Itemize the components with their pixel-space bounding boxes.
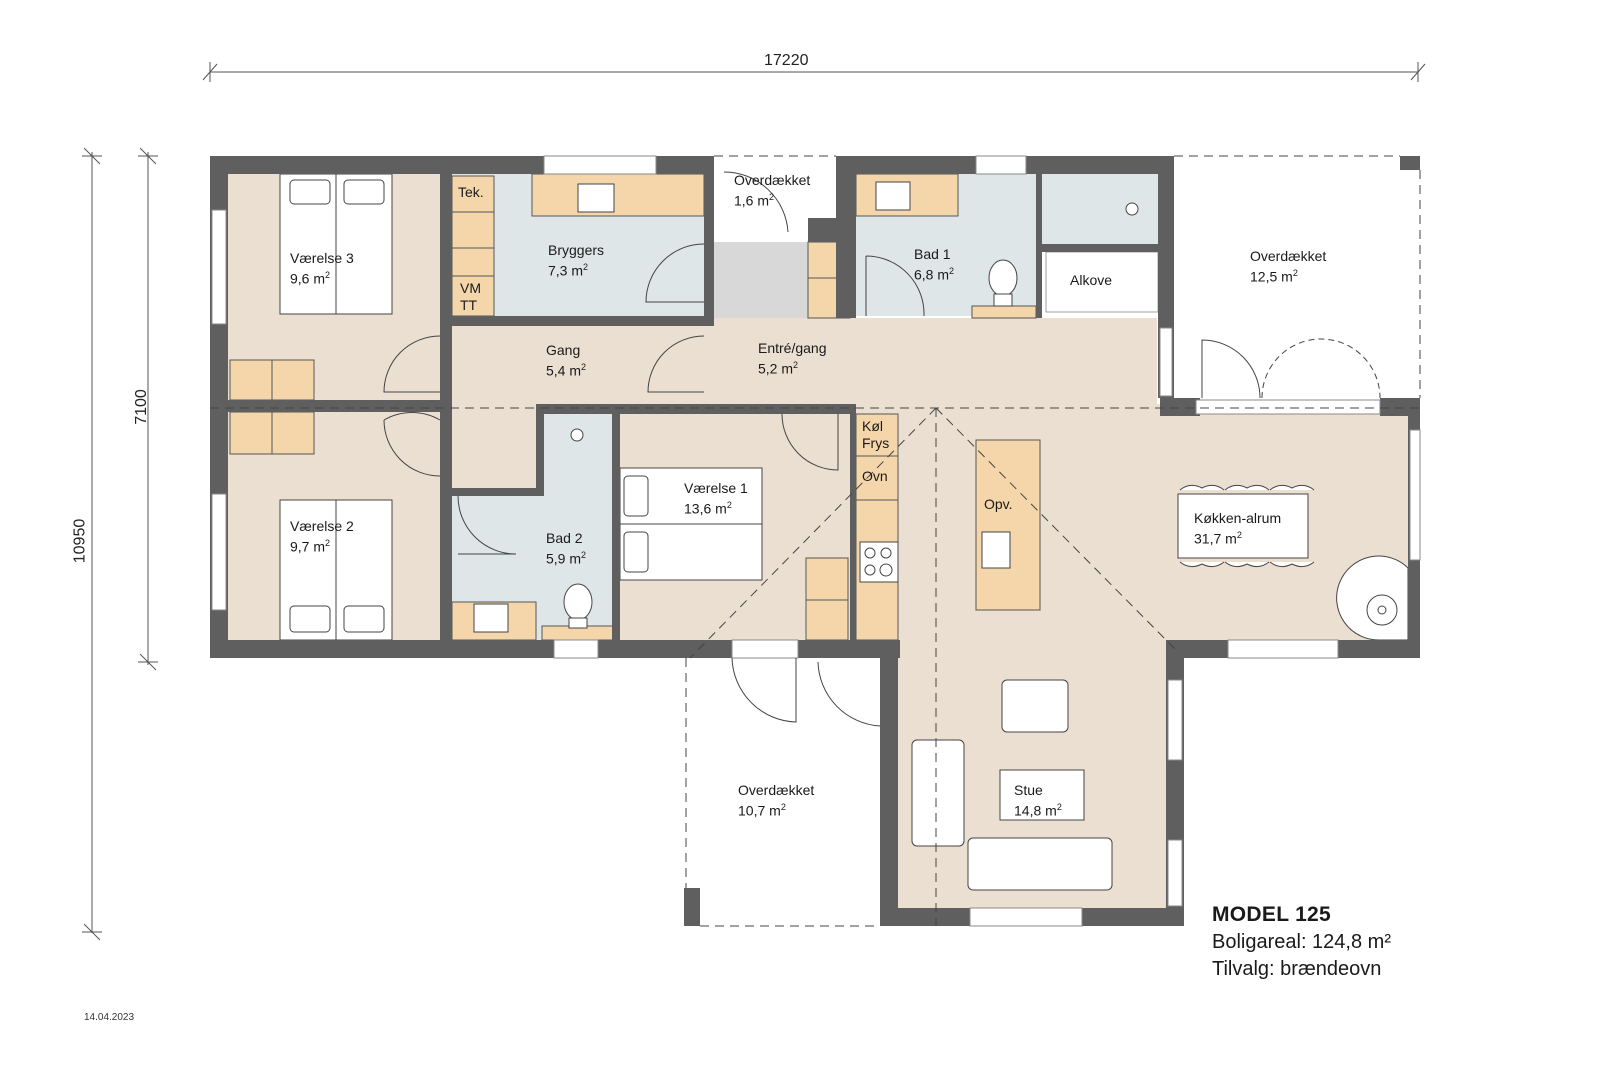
- tilvalg: Tilvalg: brændeovn: [1212, 958, 1382, 980]
- room-vaerelse-2: Værelse 2 9,7 m2: [290, 518, 354, 556]
- room-name: Bad 2: [546, 530, 583, 546]
- label-opv: Opv.: [984, 496, 1013, 512]
- label-tek: Tek.: [458, 184, 484, 200]
- room-area: 1,6 m: [734, 192, 770, 209]
- room-name: Stue: [1014, 782, 1043, 798]
- room-stue: Stue 14,8 m2: [1014, 782, 1062, 820]
- label-kol: Køl: [862, 418, 883, 434]
- area-unit-sup: 2: [726, 500, 732, 510]
- room-overdaekket-south: Overdækket 10,7 m2: [738, 782, 814, 820]
- room-entre-gang: Entré/gang 5,2 m2: [758, 340, 827, 378]
- room-gang: Gang 5,4 m2: [546, 342, 586, 380]
- model-info: MODEL 125 Boligareal: 124,8 m² Tilvalg: …: [1212, 903, 1391, 981]
- room-name: Gang: [546, 342, 581, 358]
- room-area: 5,4 m: [546, 362, 582, 379]
- label-frys: Frys: [862, 435, 890, 451]
- room-name: Værelse 3: [290, 250, 354, 266]
- model-title: MODEL 125: [1212, 903, 1332, 926]
- room-area: 12,5 m: [1250, 268, 1293, 285]
- room-bad-1: Bad 1 6,8 m2: [914, 246, 954, 284]
- label-ovn: Ovn: [862, 468, 888, 484]
- area-unit-sup: 2: [581, 362, 587, 372]
- room-area: 5,2 m: [758, 360, 794, 377]
- area-unit-sup: 2: [583, 262, 589, 272]
- windows: [211, 155, 1421, 927]
- area-unit-sup: 2: [1056, 802, 1062, 812]
- area-unit-sup: 2: [1236, 530, 1242, 540]
- living-furniture: [911, 679, 1113, 891]
- room-name: Bad 1: [914, 246, 951, 262]
- area-unit-sup: 2: [581, 550, 587, 560]
- room-area: 6,8 m: [914, 266, 950, 283]
- room-area: 31,7 m: [1194, 530, 1237, 547]
- room-bad-2: Bad 2 5,9 m2: [546, 530, 586, 568]
- room-name: Entré/gang: [758, 340, 827, 356]
- room-area: 10,7 m: [738, 802, 781, 819]
- room-area: 9,6 m: [290, 270, 326, 287]
- beds: [279, 173, 763, 641]
- wood-stove: [1336, 555, 1409, 641]
- area-unit-sup: 2: [793, 360, 799, 370]
- doors: [383, 171, 1381, 727]
- label-vm: VM: [460, 280, 481, 296]
- room-kokken-alrum: Køkken-alrum 31,7 m2: [1194, 510, 1281, 548]
- area-unit-sup: 2: [769, 192, 775, 202]
- label-tt: TT: [460, 297, 478, 313]
- room-name: Alkove: [1070, 272, 1113, 288]
- room-area: 9,7 m: [290, 538, 326, 555]
- room-name: Overdækket: [734, 172, 811, 188]
- boligareal: Boligareal: 124,8 m²: [1212, 931, 1391, 953]
- room-bryggers: Bryggers 7,3 m2: [548, 242, 604, 280]
- room-area: 7,3 m: [548, 262, 584, 279]
- room-overdaekket-small: Overdækket 1,6 m2: [734, 172, 810, 210]
- room-area: 14,8 m: [1014, 802, 1057, 819]
- dimension-lines: [82, 62, 1426, 941]
- room-name: Værelse 2: [290, 518, 354, 534]
- room-name: Køkken-alrum: [1194, 510, 1282, 526]
- room-vaerelse-3: Værelse 3 9,6 m2: [290, 250, 354, 288]
- fixtures-white: [473, 181, 1139, 633]
- room-vaerelse-1: Værelse 1 13,6 m2: [684, 480, 748, 518]
- room-name: Overdækket: [1250, 248, 1327, 264]
- room-alkove: Alkove: [1070, 272, 1112, 289]
- area-unit-sup: 2: [949, 266, 955, 276]
- area-unit-sup: 2: [325, 538, 331, 548]
- roof-lines: [210, 155, 1421, 927]
- date-stamp: 14.04.2023: [84, 1012, 135, 1023]
- area-unit-sup: 2: [1292, 268, 1298, 278]
- room-name: Overdækket: [738, 782, 815, 798]
- room-overdaekket-east: Overdækket 12,5 m2: [1250, 248, 1326, 286]
- dimension-depth-main: 7100: [132, 389, 150, 425]
- dimension-depth-total: 10950: [71, 518, 89, 564]
- room-area: 13,6 m: [684, 500, 727, 517]
- dining: [1177, 484, 1315, 568]
- dimension-width: 17220: [764, 52, 809, 69]
- room-area: 5,9 m: [546, 550, 582, 567]
- room-name: Bryggers: [548, 242, 605, 258]
- area-unit-sup: 2: [325, 270, 331, 280]
- area-unit-sup: 2: [780, 802, 786, 812]
- room-name: Værelse 1: [684, 480, 748, 496]
